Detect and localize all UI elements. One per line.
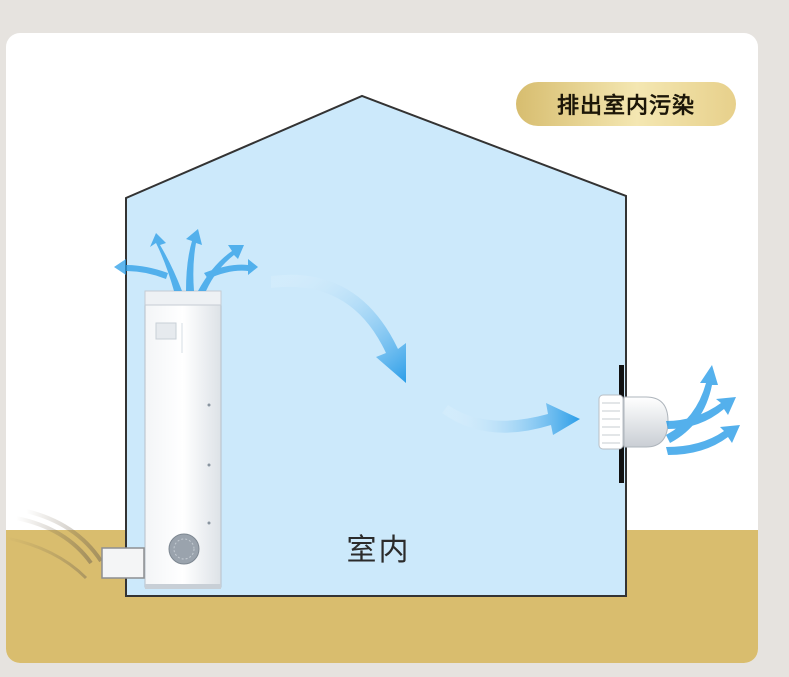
exhaust-pollution-badge: 排出室内污染	[516, 82, 736, 126]
air-flow-arrow-up	[114, 229, 258, 291]
air-flow-arrow-1	[271, 274, 406, 383]
air-purifier-icon	[144, 290, 222, 589]
air-flow-arrow-2	[442, 403, 580, 435]
room-label: 室内	[346, 533, 411, 568]
ventilation-scene	[6, 94, 740, 597]
diagram-card: 排出室内污染 室内	[6, 33, 758, 663]
exhaust-fan-icon	[598, 394, 669, 450]
room-outline	[125, 94, 627, 597]
air-inlet-duct	[6, 509, 145, 580]
exhaust-air-arrows	[666, 365, 740, 455]
